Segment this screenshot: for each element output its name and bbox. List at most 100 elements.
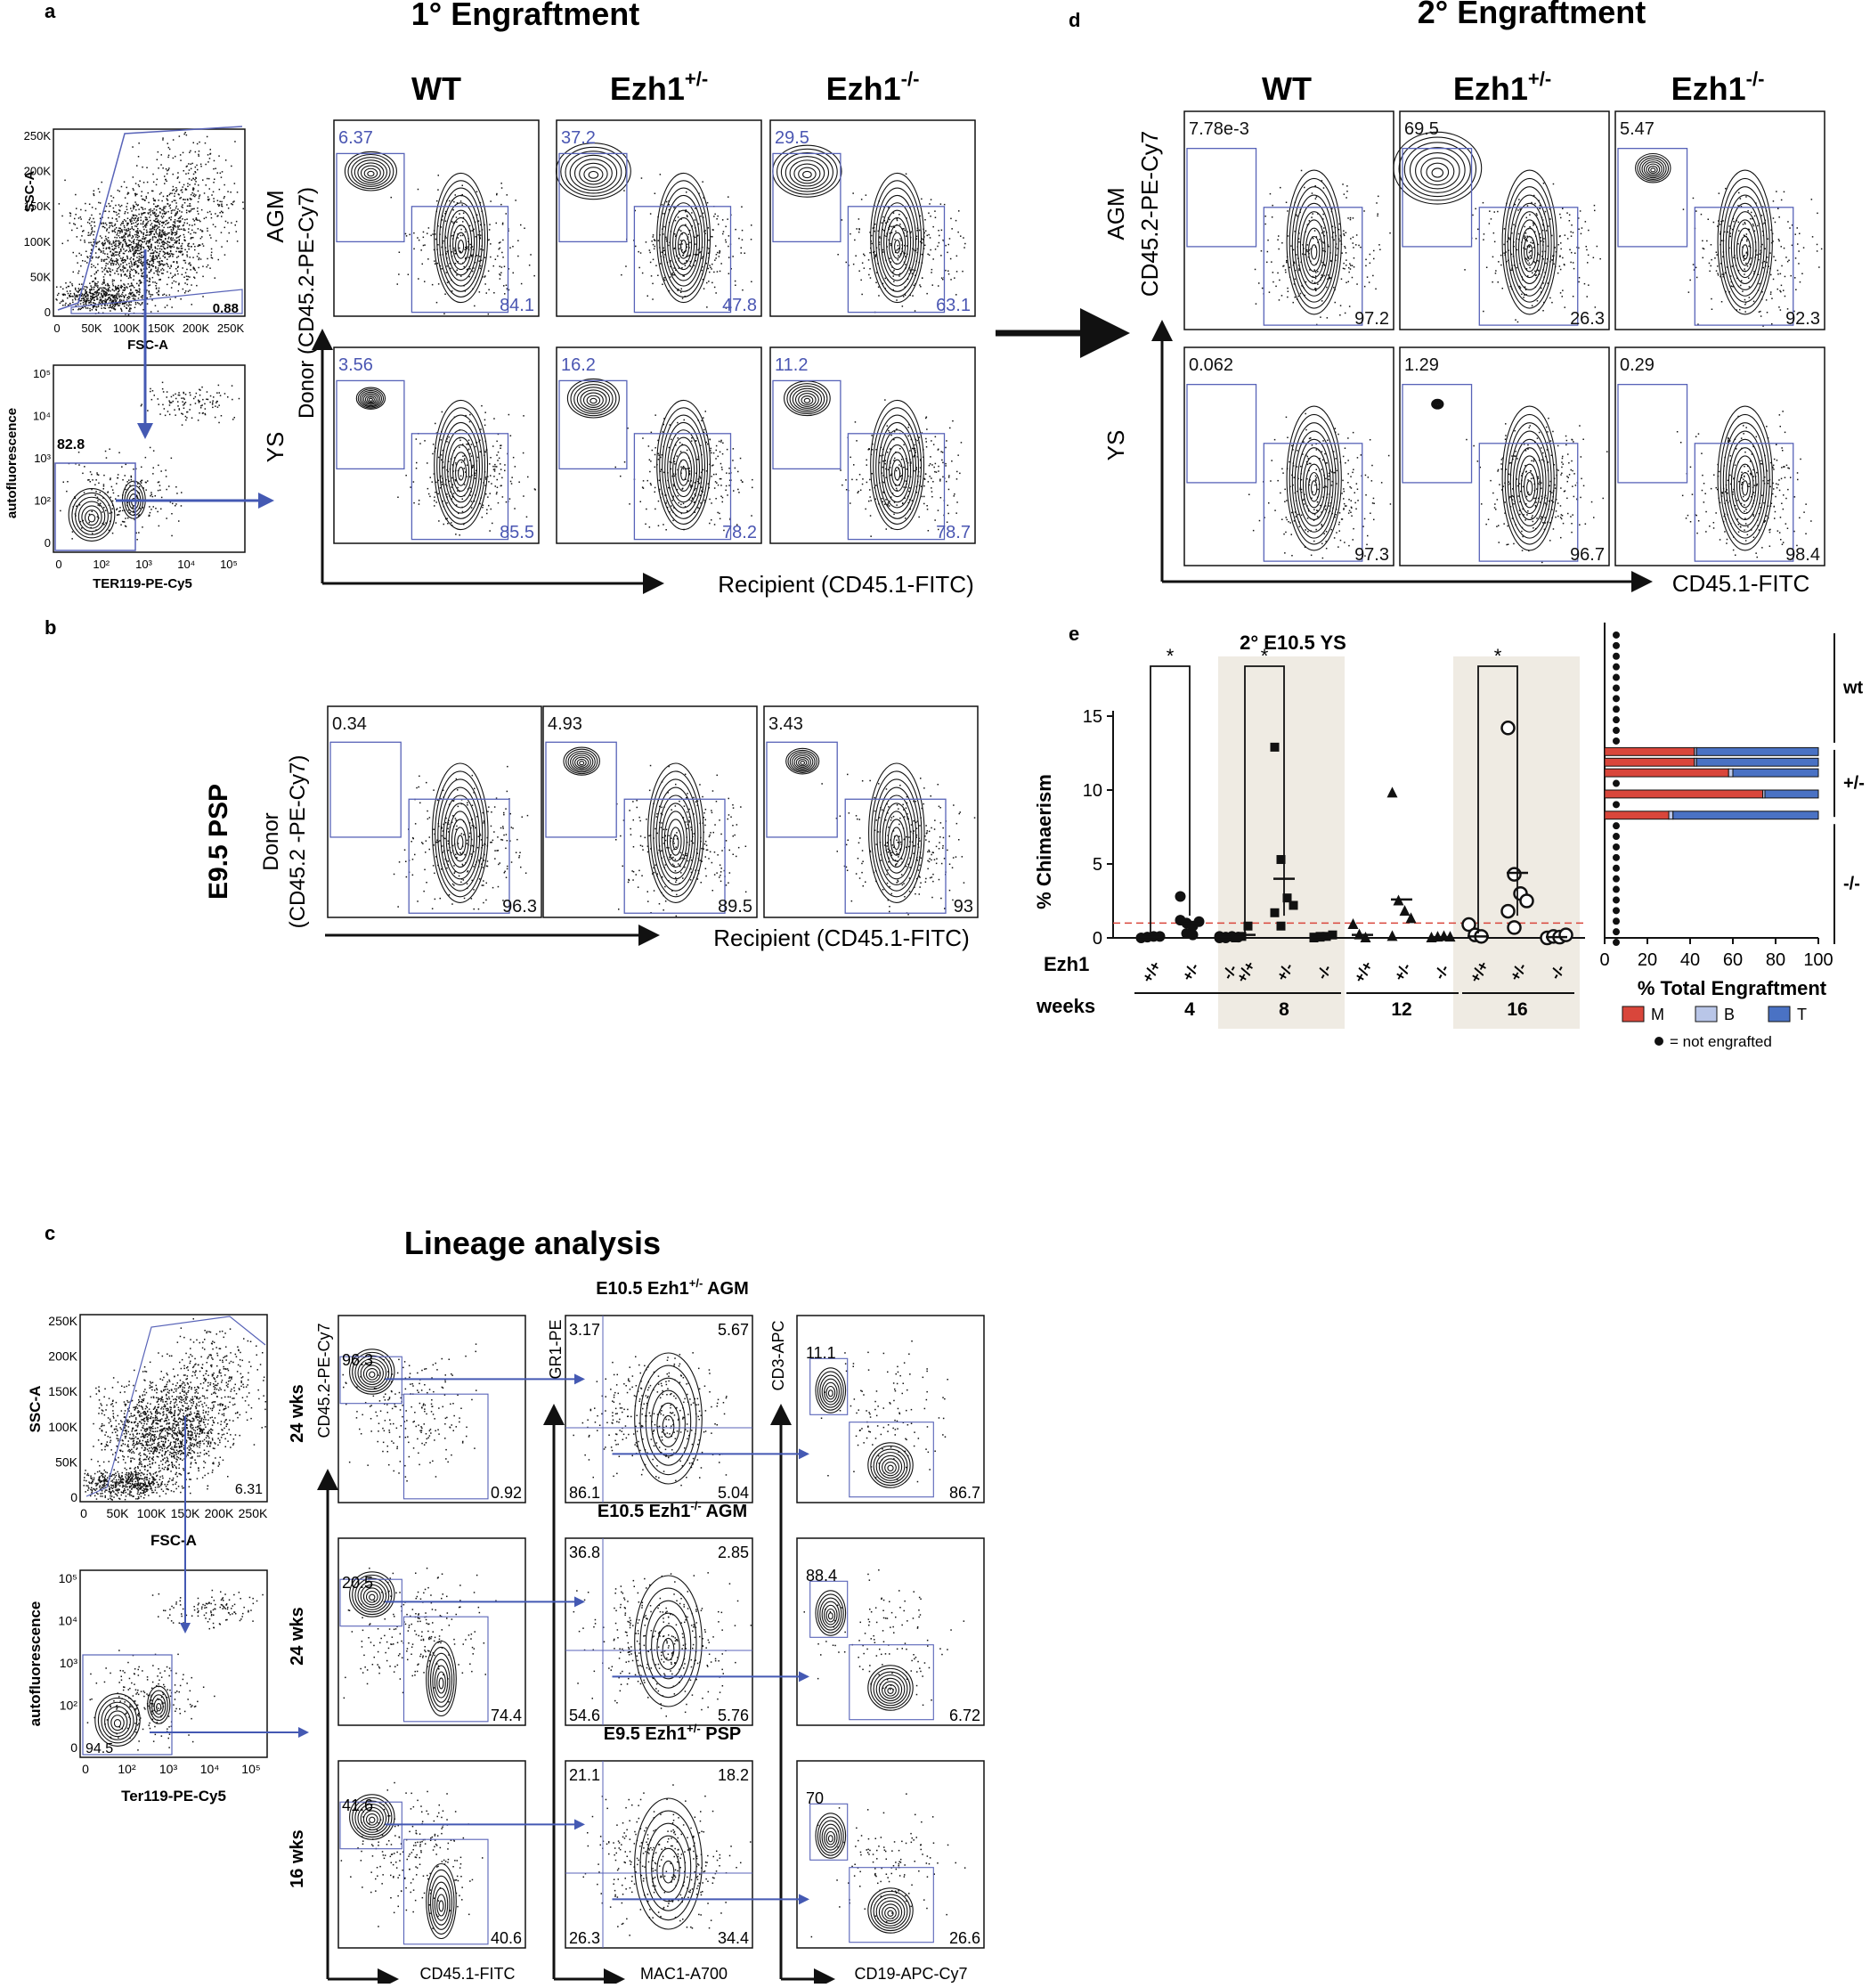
a-r1c2-event — [906, 480, 907, 482]
a-auto-event — [92, 511, 94, 513]
a-scatter-event — [173, 238, 175, 240]
a-scatter-event — [134, 270, 136, 272]
a-r1c1-event — [661, 454, 663, 456]
a-scatter-event — [118, 190, 119, 191]
a-scatter-event — [138, 240, 140, 241]
a-scatter-event — [124, 287, 126, 289]
a-scatter-event — [135, 264, 137, 265]
a-scatter-event — [118, 241, 120, 243]
a-scatter-event — [139, 186, 141, 188]
a-scatter-event — [126, 224, 128, 226]
a-scatter-event — [192, 237, 194, 239]
a-r0c1-event — [670, 276, 671, 278]
d-r0c0-event — [1285, 269, 1287, 271]
a-scatter-event — [102, 182, 103, 183]
a-scatter-event — [159, 233, 160, 235]
a-r1c1-event — [678, 495, 679, 497]
d-r0c0-event — [1293, 302, 1295, 304]
a-scatter-event — [83, 307, 85, 309]
a-r1c1-event — [737, 471, 739, 473]
a-r0c1-event — [687, 256, 689, 257]
a-scatter-event — [136, 216, 138, 217]
a-r0c1-event — [663, 277, 665, 279]
a-scatter-event — [202, 265, 204, 267]
a-scatter-event — [129, 267, 131, 269]
a-scatter-event — [148, 202, 150, 204]
a-scatter-event — [112, 260, 114, 262]
a-scatter-event — [167, 240, 168, 242]
a-r0c0-event — [490, 243, 492, 245]
a-scatter-event — [122, 245, 124, 247]
a-r1c2-event — [856, 479, 858, 481]
a-scatter-event — [141, 255, 142, 257]
a-scatter-event — [136, 292, 138, 294]
a-auto-event — [232, 399, 233, 401]
a-r1c2-event — [923, 485, 925, 487]
a-r0c0-event — [484, 257, 486, 259]
a-r1c1-event — [707, 444, 709, 445]
a-r1c0-event — [499, 473, 500, 475]
a-scatter-event — [153, 261, 155, 263]
a-scatter-event — [148, 250, 150, 252]
a-r0c1-event — [695, 254, 696, 256]
a-scatter-event — [101, 259, 102, 261]
a-r0c2-event — [854, 240, 856, 241]
a-scatter-event — [211, 217, 213, 219]
a-scatter-event — [209, 158, 211, 159]
a-scatter-event — [112, 248, 114, 250]
a-auto-event — [150, 494, 152, 496]
a-r1c0-event — [480, 452, 482, 453]
a-scatter-event — [204, 218, 206, 220]
a-r0c0-event — [470, 244, 472, 246]
a-r1c2-event — [858, 493, 859, 494]
a-scatter-event — [78, 288, 80, 289]
d-r0c0-event — [1272, 205, 1273, 207]
a-scatter-event — [131, 237, 133, 239]
a-scatter-event — [125, 295, 126, 297]
a-r1c0-event — [428, 493, 430, 495]
a-r0c2-event — [950, 218, 952, 220]
a-auto-event — [98, 475, 100, 477]
a-scatter-event — [166, 181, 167, 183]
a-scatter-event — [117, 234, 118, 236]
a-r0c2-event — [964, 243, 966, 245]
a-r1c1-event — [697, 507, 699, 509]
d-r0c2-event — [1716, 270, 1718, 272]
a-scatter-event — [113, 256, 114, 257]
a-scatter-event — [104, 243, 106, 245]
d-r0c0-event — [1370, 254, 1371, 256]
a-r0c2-event — [897, 220, 898, 222]
d-r0c0-event — [1278, 248, 1280, 250]
d-r0c1-event — [1500, 255, 1502, 257]
a-scatter-event — [143, 232, 145, 234]
a-scatter-event — [75, 288, 77, 289]
a-scatter-event — [132, 246, 134, 248]
a-auto-event — [150, 512, 151, 514]
a-scatter-event — [176, 206, 178, 208]
a-auto-event — [167, 396, 168, 398]
a-r1c2-event — [872, 473, 874, 475]
a-auto-event — [165, 469, 167, 471]
a-scatter-event — [103, 250, 105, 252]
a-scatter-event — [149, 272, 150, 273]
a-scatter-event — [126, 264, 128, 265]
a-auto-event — [205, 408, 207, 410]
a-scatter-event — [137, 260, 139, 262]
d-r0c0-event — [1261, 250, 1263, 252]
a-scatter-event — [100, 235, 102, 237]
a-scatter-event — [131, 220, 133, 222]
a-r0c0-event — [474, 306, 476, 307]
a-auto-event — [166, 489, 167, 491]
a-scatter-event — [197, 220, 199, 222]
a-scatter-event — [152, 210, 154, 212]
a-r1c2-event — [925, 418, 927, 420]
a-auto-event — [152, 390, 154, 392]
a-auto-event — [168, 400, 170, 402]
a-scatter-event — [115, 240, 117, 241]
a-r0c2-event — [871, 243, 873, 245]
a-scatter-event — [163, 241, 165, 243]
a-scatter-event — [77, 262, 78, 264]
a-r1c1-event — [615, 467, 617, 468]
a-scatter-event — [134, 243, 135, 245]
